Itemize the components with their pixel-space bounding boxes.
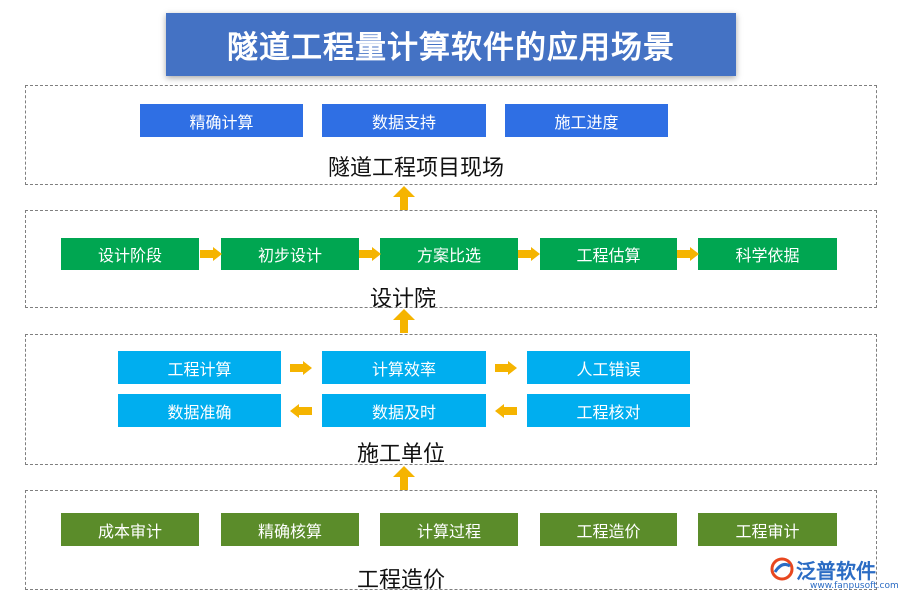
left-arrow-c1 — [290, 404, 312, 418]
up-arrow-3 — [393, 466, 415, 490]
up-arrow-1 — [393, 186, 415, 210]
cost-item-5: 工程审计 — [698, 513, 837, 546]
right-arrow-c1 — [290, 361, 312, 375]
panel-construction — [25, 334, 877, 465]
design-item-4: 工程估算 — [540, 238, 677, 270]
diagram-title: 隧道工程量计算软件的应用场景 — [166, 13, 736, 76]
construction-item-2: 计算效率 — [322, 351, 486, 384]
up-arrow-2 — [393, 309, 415, 333]
panel-site — [25, 85, 877, 185]
design-item-1: 设计阶段 — [61, 238, 199, 270]
design-item-3: 方案比选 — [380, 238, 518, 270]
construction-item-6: 工程核对 — [527, 394, 690, 427]
construction-item-4: 数据准确 — [118, 394, 281, 427]
cost-item-3: 计算过程 — [380, 513, 518, 546]
left-arrow-c2 — [495, 404, 517, 418]
design-item-5: 科学依据 — [698, 238, 837, 270]
cost-item-4: 工程造价 — [540, 513, 677, 546]
construction-item-5: 数据及时 — [322, 394, 486, 427]
construction-item-3: 人工错误 — [527, 351, 690, 384]
right-arrow-d3 — [518, 247, 540, 261]
section-label-design: 设计院 — [370, 287, 437, 312]
cost-item-1: 成本审计 — [61, 513, 199, 546]
right-arrow-c2 — [495, 361, 517, 375]
section-label-site: 隧道工程项目现场 — [328, 156, 505, 181]
fanpu-logo-icon — [770, 557, 794, 581]
site-item-2: 数据支持 — [322, 104, 486, 137]
logo-url: www.fanpusoft.com — [810, 581, 899, 591]
site-item-1: 精确计算 — [140, 104, 303, 137]
construction-item-1: 工程计算 — [118, 351, 281, 384]
logo-name: 泛普软件 — [796, 559, 876, 583]
section-label-cost: 工程造价 — [357, 568, 446, 593]
section-label-construction: 施工单位 — [357, 442, 446, 467]
right-arrow-d1 — [200, 247, 222, 261]
right-arrow-d2 — [359, 247, 381, 261]
site-item-3: 施工进度 — [505, 104, 668, 137]
design-item-2: 初步设计 — [221, 238, 359, 270]
cost-item-2: 精确核算 — [221, 513, 359, 546]
panel-design — [25, 210, 877, 308]
right-arrow-d4 — [677, 247, 699, 261]
panel-cost — [25, 490, 877, 590]
